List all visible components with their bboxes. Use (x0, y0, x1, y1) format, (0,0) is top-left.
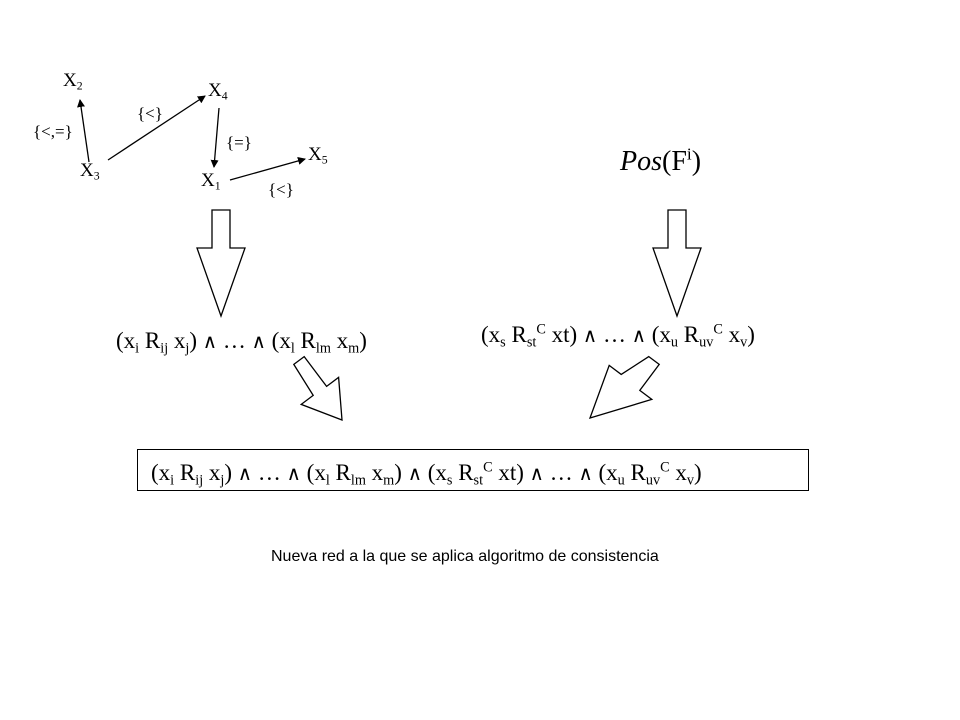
formula-right: (xs RstC xt) ∧ … ∧ (xu RuvC xv) (481, 321, 755, 351)
edge-x3-x4 (107, 95, 206, 161)
edge-label-x4-x1: {=} (226, 133, 252, 152)
node-x5: X5 (308, 144, 328, 167)
node-x2: X2 (63, 70, 83, 93)
formula-left: (xi Rij xj) ∧ … ∧ (xl Rlm xm) (116, 328, 367, 357)
down-arrow-left (196, 209, 246, 318)
diagonal-arrow-left (292, 355, 343, 421)
edge-x4-x1 (210, 107, 220, 168)
edge-label-x3-x4: {<} (137, 104, 163, 123)
edge-x1-x5 (229, 157, 306, 181)
edge-label-x3-x2: {<,=} (33, 122, 73, 141)
node-x4: X4 (208, 80, 228, 103)
combined-formula-box (137, 449, 809, 491)
edge-label-x1-x5: {<} (268, 180, 294, 199)
caption: Nueva red a la que se aplica algoritmo d… (271, 548, 659, 565)
down-arrow-right (652, 209, 702, 318)
node-x1: X1 (201, 170, 221, 193)
node-x3: X3 (80, 160, 100, 183)
formula-combined: (xi Rij xj) ∧ … ∧ (xl Rlm xm) ∧ (xs RstC… (151, 459, 702, 489)
edge-x3-x2 (77, 99, 90, 163)
diagonal-arrow-right (588, 355, 661, 419)
pos-label: Pos(Fi) (620, 144, 702, 177)
